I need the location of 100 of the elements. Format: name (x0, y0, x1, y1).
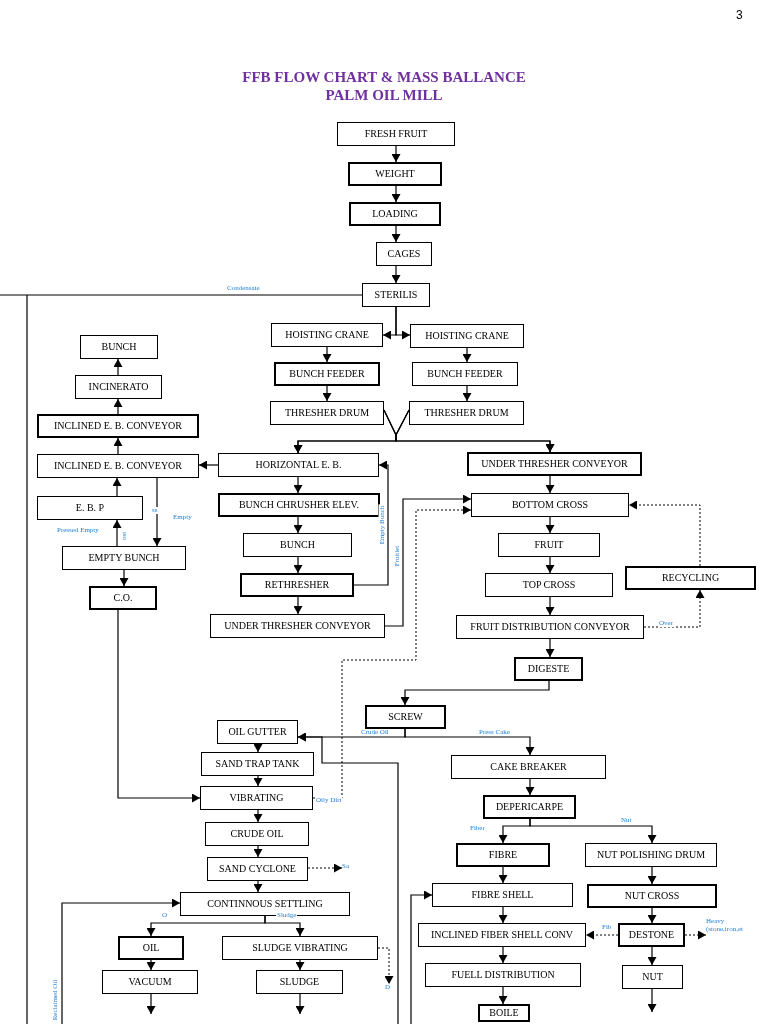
process-box: OIL (118, 936, 184, 960)
process-box: SAND TRAP TANK (201, 752, 314, 776)
flow-arrow (585, 930, 619, 940)
flow-arrow (545, 638, 555, 658)
process-box: SCREW (365, 705, 446, 729)
flow-arrow (391, 145, 401, 163)
process-box: STERILIS (362, 283, 430, 307)
flow-arrow (253, 775, 263, 787)
flow-arrow (253, 845, 263, 858)
flow-arrow (293, 476, 303, 494)
process-box: NUT (622, 965, 683, 989)
process-box: CAGES (376, 242, 432, 266)
flow-arrow (295, 959, 305, 971)
process-box: INCLINED FIBER SHELL CONV (418, 923, 586, 947)
flow-arrow (377, 947, 394, 985)
flow-arrow (253, 880, 263, 893)
flow-arrow (293, 516, 303, 534)
process-box: C.O. (89, 586, 157, 610)
process-box: DIGESTE (514, 657, 583, 681)
flow-arrow (322, 385, 332, 402)
flow-arrow (498, 866, 508, 884)
flow-arrow (395, 306, 411, 340)
flow-arrow (498, 986, 508, 1005)
process-box: RETHRESHER (240, 573, 354, 597)
flow-arrow (400, 680, 550, 706)
flow-arrow (312, 505, 472, 799)
process-box: VACUUM (102, 970, 198, 994)
flow-arrow (61, 898, 181, 1024)
process-box: DEPERICARPE (483, 795, 576, 819)
page-number: 3 (736, 8, 743, 22)
flow-arrow (545, 596, 555, 616)
flow-arrow (391, 265, 401, 284)
process-box: VIBRATING (200, 786, 313, 810)
process-box: EMPTY BUNCH (62, 546, 186, 570)
process-box: TOP CROSS (485, 573, 613, 597)
process-box: SLUDGE VIBRATING (222, 936, 378, 960)
process-box: CAKE BREAKER (451, 755, 606, 779)
flow-arrow (112, 519, 122, 547)
process-box: E. B. P (37, 496, 143, 520)
process-box: BUNCH CHRUSHER ELEV. (218, 493, 380, 517)
flow-arrow (404, 728, 535, 756)
process-box: BUNCH (243, 533, 352, 557)
process-box: WEIGHT (348, 162, 442, 186)
flow-arrow (647, 907, 657, 924)
process-box: BUNCH FEEDER (412, 362, 518, 386)
process-box: THRESHER DRUM (270, 401, 384, 425)
flow-arrow (498, 906, 508, 924)
process-box: NUT POLISHING DRUM (585, 843, 717, 867)
process-box: LOADING (349, 202, 441, 226)
flow-arrow (112, 477, 122, 497)
process-box: INCLINED E. B. CONVEYOR (37, 414, 199, 438)
flow-arrow (410, 890, 433, 1024)
process-box: BUNCH (80, 335, 158, 359)
flow-arrow (295, 993, 305, 1015)
flow-arrow (647, 988, 657, 1013)
process-box: FRESH FRUIT (337, 122, 455, 146)
flow-arrow (146, 959, 156, 971)
process-box: FUELL DISTRIBUTION (425, 963, 581, 987)
process-box: FRUIT DISTRIBUTION CONVEYOR (456, 615, 644, 639)
process-box: RECYCLING (625, 566, 756, 590)
flow-arrow (198, 460, 219, 470)
process-box: THRESHER DRUM (409, 401, 524, 425)
flow-line (0, 294, 363, 1024)
flow-arrow (117, 609, 201, 803)
process-box: HOISTING CRANE (410, 324, 524, 348)
process-box: CRUDE OIL (205, 822, 309, 846)
process-box: FRUIT (498, 533, 600, 557)
process-box: HOISTING CRANE (271, 323, 383, 347)
flow-arrow (253, 743, 263, 753)
process-box: FIBRE SHELL (432, 883, 573, 907)
flow-arrow (322, 346, 332, 363)
process-box: BOILE (478, 1004, 530, 1022)
flow-arrow (353, 460, 389, 586)
flow-arrow (498, 946, 508, 964)
flow-arrow (545, 516, 555, 534)
flow-arrow (297, 732, 399, 1024)
process-box: INCINERATO (75, 375, 162, 399)
flow-arrow (113, 398, 123, 415)
process-box: SLUDGE (256, 970, 343, 994)
process-box: SAND CYCLONE (207, 857, 308, 881)
flow-arrow (293, 596, 303, 615)
flow-arrow (545, 556, 555, 574)
flow-arrow (384, 494, 472, 627)
flow-arrow (529, 818, 657, 844)
flow-arrow (545, 475, 555, 494)
process-box: UNDER THRESHER CONVEYOR (467, 452, 642, 476)
flow-arrow (253, 809, 263, 823)
process-box: FIBRE (456, 843, 550, 867)
flow-arrow (525, 778, 535, 796)
flow-arrow (119, 569, 129, 587)
flow-arrow (391, 185, 401, 203)
process-box: DESTONE (618, 923, 685, 947)
process-box: INCLINED E. B. CONVEYOR (37, 454, 199, 478)
flow-arrow (293, 556, 303, 574)
flow-arrow (113, 358, 123, 376)
flow-arrow (391, 225, 401, 243)
flow-arrow (643, 589, 705, 628)
flow-arrow (647, 866, 657, 885)
flow-arrow (152, 477, 162, 547)
process-box: OIL GUTTER (217, 720, 298, 744)
